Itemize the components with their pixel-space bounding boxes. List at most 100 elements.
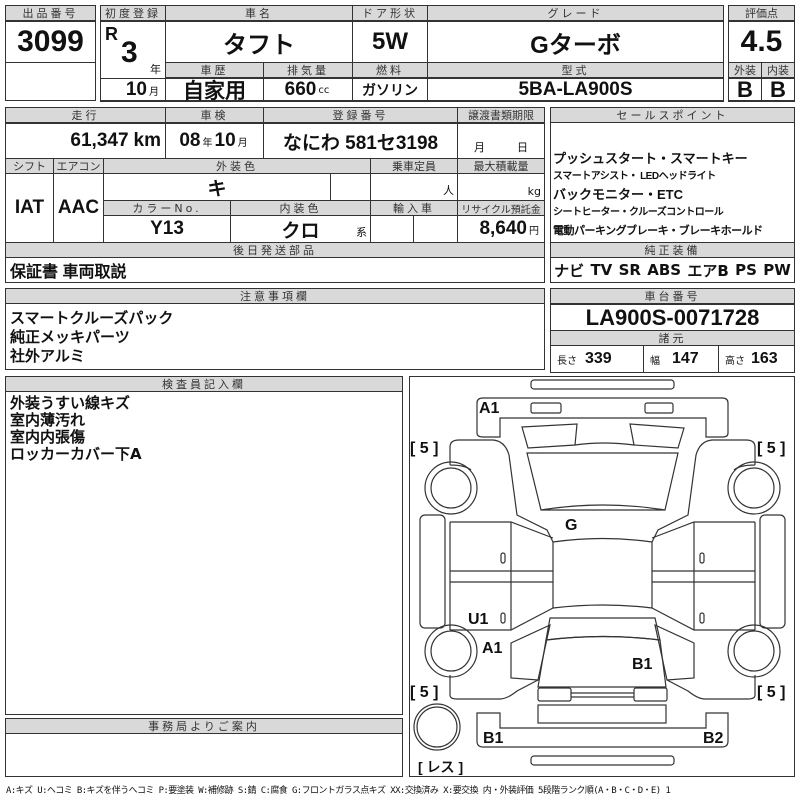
damage-mark: B2	[703, 730, 724, 747]
front-fender-right	[651, 439, 756, 543]
lot-number: 3099	[5, 21, 96, 63]
rocker-left	[419, 514, 446, 629]
displacement-label: 排気量	[263, 62, 353, 78]
import-a	[370, 215, 414, 243]
fuel: ガソリン	[352, 78, 428, 102]
width-label: 幅	[650, 355, 660, 367]
sales-point: バックモニター・ETC	[553, 187, 684, 202]
roof	[552, 537, 653, 609]
inspection-year-unit: 年	[202, 137, 213, 149]
notes-box: 注意事項欄 スマートクルーズパック 純正メッキパーツ 社外アルミ	[5, 288, 545, 370]
aircon: AAC	[53, 173, 104, 243]
notes-list: スマートクルーズパック 純正メッキパーツ 社外アルミ	[10, 309, 173, 366]
sales-points-list: プッシュスタート・スマートキー スマートアシスト・ LEDヘッドライト バックモ…	[553, 150, 763, 240]
office-label: 事務局よりご案内	[5, 718, 403, 734]
exterior-grade: B	[728, 78, 762, 102]
lot-box: 出品番号 3099	[5, 5, 96, 101]
back-door	[537, 635, 667, 688]
capacity: 人	[370, 173, 458, 201]
displacement-unit: cc	[318, 84, 330, 96]
first-reg-year: R 3 年	[100, 21, 166, 79]
chassis-label: 車台番号	[550, 288, 795, 304]
sales-point: 電動パーキングブレーキ・ブレーキホールド	[553, 225, 763, 237]
tire-rear-right-label: [ 5 ]	[757, 684, 786, 701]
model-label: 型式	[427, 62, 724, 78]
int-color-label: 内装色	[230, 200, 371, 216]
first-reg-label: 初度登録	[100, 5, 166, 21]
shift-label: シフト	[5, 158, 54, 174]
transfer-day: 日	[517, 141, 528, 154]
equipment-label: 純正装備	[550, 242, 795, 258]
rear-quarter-left	[449, 623, 551, 700]
spare-tire	[413, 703, 461, 751]
length-label: 長さ	[557, 355, 577, 367]
displacement-value: 660	[284, 79, 317, 100]
doors-right	[651, 521, 756, 631]
tail-lamp-right	[633, 687, 668, 702]
year-unit: 年	[150, 63, 161, 76]
equipment-item: PS	[735, 261, 757, 279]
inspector-note: 外装うすい線キズ	[10, 394, 131, 412]
ext-color-extra	[330, 173, 371, 201]
sales-point: スマートアシスト・ LEDヘッドライト	[553, 171, 716, 182]
color-no: Y13	[103, 215, 231, 243]
length-value: 339	[585, 350, 612, 367]
grade: Gターボ	[427, 21, 724, 63]
sales-point: シートヒーター・クルーズコントロール	[553, 207, 724, 218]
front-bar	[530, 379, 675, 390]
wheel-rear-left	[424, 624, 478, 678]
interior-label: 内装	[761, 62, 795, 78]
damage-mark: A1	[479, 400, 500, 417]
score-value: 4.5	[728, 21, 795, 63]
hood	[521, 423, 685, 449]
ext-color: キ	[103, 173, 331, 201]
inspector-note: 室内内張傷	[10, 428, 86, 446]
windshield	[526, 452, 679, 511]
inspection-month: 10	[214, 130, 236, 151]
car-diagram	[413, 379, 786, 766]
damage-mark: B1	[483, 730, 504, 747]
chassis-number: LA900S-0071728	[550, 304, 795, 331]
inspector-note: ロッカーカバー下A	[10, 445, 142, 463]
transfer-label: 譲渡書類期限	[457, 107, 545, 123]
front-lamp-right	[644, 402, 674, 414]
max-load: kg	[457, 173, 545, 201]
fuel-label: 燃料	[352, 62, 428, 78]
door-label: ドア形状	[352, 5, 428, 21]
inspector-list: 外装うすい線キズ 室内薄汚れ 室内内張傷 ロッカーカバー下A	[10, 395, 142, 463]
history: 自家用	[165, 78, 264, 102]
score-box: 評価点 4.5 外装 内装 B B	[728, 5, 795, 102]
transfer-deadline: 月日	[457, 123, 545, 159]
reg-month: 10	[125, 79, 147, 100]
spec-length: 長さ 339	[550, 345, 644, 373]
shift: IAT	[5, 173, 54, 243]
int-color-value: クロ	[281, 220, 320, 242]
inspector-label: 検査員記入欄	[5, 376, 403, 392]
equipment-item: エアB	[687, 261, 729, 280]
ext-color-label: 外装色	[103, 158, 371, 174]
import-label: 輸入車	[370, 200, 458, 216]
inspection-year: 08	[179, 130, 201, 151]
width-value: 147	[672, 350, 699, 367]
note: 純正メッキパーツ	[10, 328, 130, 346]
office-box: 事務局よりご案内	[5, 718, 403, 777]
tire-front-right-label: [ 5 ]	[757, 440, 786, 457]
front-fender-left	[449, 439, 554, 543]
rear-panel	[537, 704, 667, 724]
wheel-front-left	[424, 461, 478, 515]
note: 社外アルミ	[10, 347, 85, 365]
aircon-label: エアコン	[53, 158, 104, 174]
sales-point: プッシュスタート・スマートキー	[553, 151, 748, 166]
capacity-label: 乗車定員	[370, 158, 458, 174]
height-label: 高さ	[725, 355, 745, 367]
inspection-label: 車検	[165, 107, 264, 123]
era: R	[105, 24, 118, 44]
front-bumper	[476, 397, 729, 438]
recycle-unit: 円	[529, 225, 539, 237]
